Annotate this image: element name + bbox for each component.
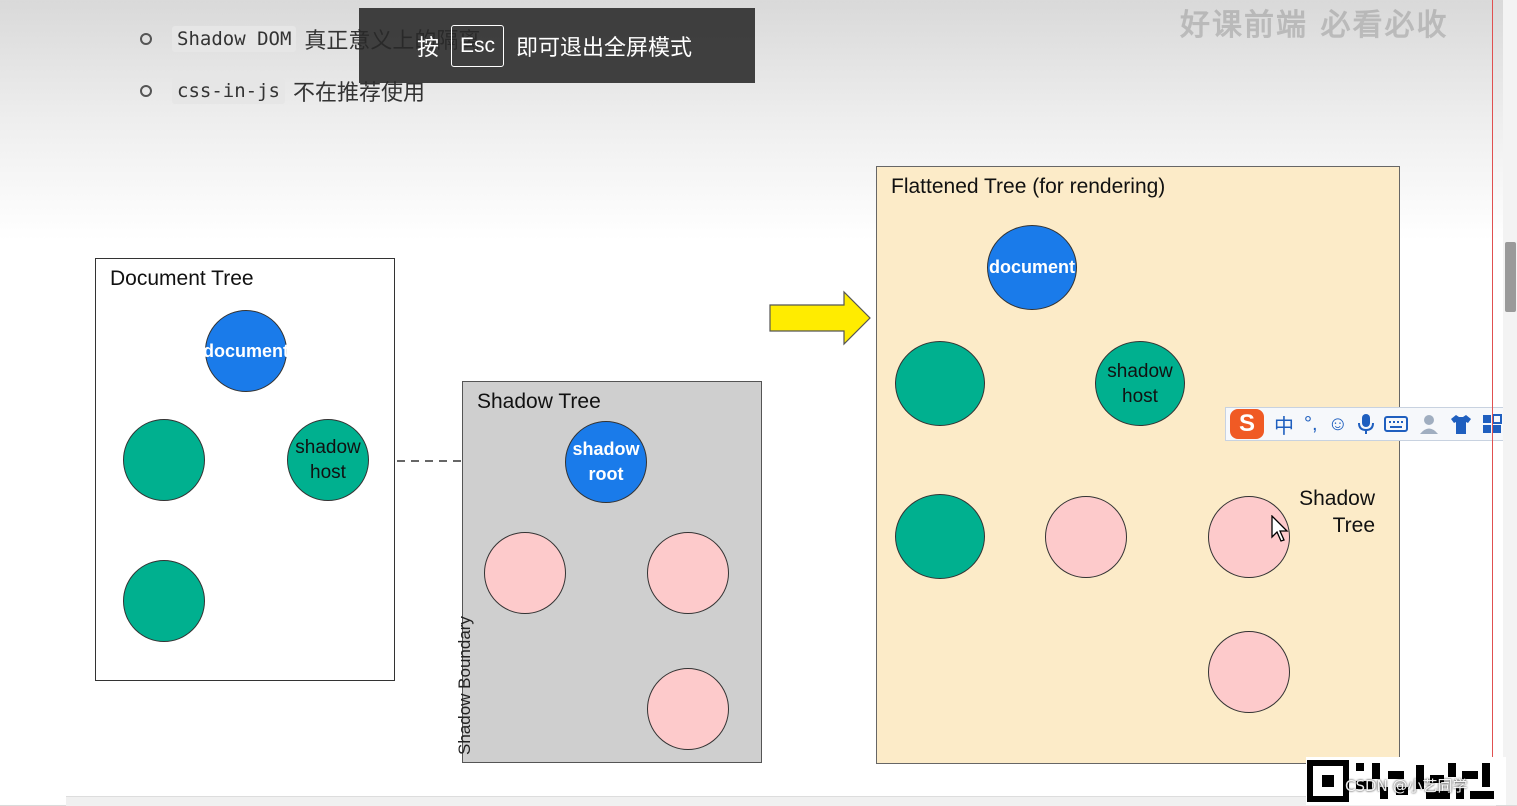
panel-title: Flattened Tree (for rendering) [891, 175, 1166, 198]
mic-icon[interactable] [1357, 413, 1374, 435]
ime-punct-toggle[interactable]: °, [1304, 412, 1318, 435]
inline-code: css-in-js [172, 78, 285, 104]
user-icon[interactable] [1418, 413, 1440, 435]
node-label: document [988, 257, 1075, 277]
keyboard-icon[interactable] [1383, 415, 1408, 433]
panel-title: Document Tree [110, 267, 254, 290]
flat-shadow-child-node [1045, 496, 1127, 578]
shadow-child-node [484, 532, 566, 614]
qr-code-image [1306, 757, 1506, 805]
ime-lang-toggle[interactable]: 中 [1274, 415, 1294, 438]
shirt-icon[interactable] [1450, 413, 1472, 435]
flat-element-node [895, 494, 985, 579]
toast-text-before: 按 [417, 35, 440, 61]
esc-key-badge: Esc [451, 24, 505, 67]
flat-shadow-child-node [1208, 631, 1290, 713]
inline-code: Shadow DOM [172, 26, 297, 52]
bullet-list: Shadow DOM 真正意义上的隔离 css-in-js 不在推荐使用 [140, 22, 480, 126]
shadow-child-node [647, 532, 729, 614]
shadow-child-node [647, 668, 729, 750]
shadow-root-node: shadow root [565, 421, 647, 503]
shadow-host-node: shadow host [287, 419, 369, 501]
bullet-item: css-in-js 不在推荐使用 [140, 74, 480, 108]
bullet-dot [140, 33, 152, 45]
mouse-cursor-icon [1271, 515, 1289, 542]
ime-toolbar[interactable]: S 中 °, ☺ [1225, 407, 1517, 441]
node-label: host [310, 462, 346, 483]
document-node: document [203, 310, 290, 392]
watermark-top: 好课前端 必看必收 [1180, 8, 1449, 43]
node-label: host [1122, 385, 1158, 407]
shadow-boundary-label: Shadow Boundary [455, 616, 474, 755]
flat-shadow-host-node: shadow host [1095, 341, 1185, 426]
csdn-watermark: CSDN @小艺同学 [1345, 777, 1468, 795]
bullet-text: 不在推荐使用 [292, 81, 425, 106]
node-label: shadow [1107, 360, 1173, 382]
flat-element-node [895, 341, 985, 426]
flat-shadow-child-node [1208, 496, 1290, 578]
label-line: Tree [1332, 514, 1375, 537]
element-node [123, 560, 205, 642]
bullet-dot [140, 85, 152, 97]
flat-shadow-label: Shadow Tree [1299, 485, 1375, 539]
bottom-bar [66, 796, 1496, 806]
node-label: shadow [295, 437, 361, 458]
red-guide-line [1492, 0, 1493, 760]
emoji-icon[interactable]: ☺ [1327, 412, 1348, 435]
node-label: root [588, 464, 624, 484]
node-label: document [203, 340, 290, 361]
node-label: shadow [572, 439, 640, 459]
element-node [123, 419, 205, 501]
scrollbar-thumb[interactable] [1505, 242, 1516, 312]
flattened-tree-panel: Flattened Tree (for rendering) Shadow Tr… [876, 166, 1400, 764]
label-line: Shadow [1299, 487, 1375, 510]
toast-text-after: 即可退出全屏模式 [516, 35, 693, 61]
fullscreen-exit-toast: 按 Esc 即可退出全屏模式 [359, 8, 755, 83]
yellow-arrow [769, 290, 871, 346]
panel-title: Shadow Tree [477, 390, 601, 413]
vertical-scrollbar[interactable] [1503, 0, 1517, 805]
flat-document-node: document [987, 225, 1077, 310]
sogou-logo-icon[interactable]: S [1230, 409, 1264, 439]
